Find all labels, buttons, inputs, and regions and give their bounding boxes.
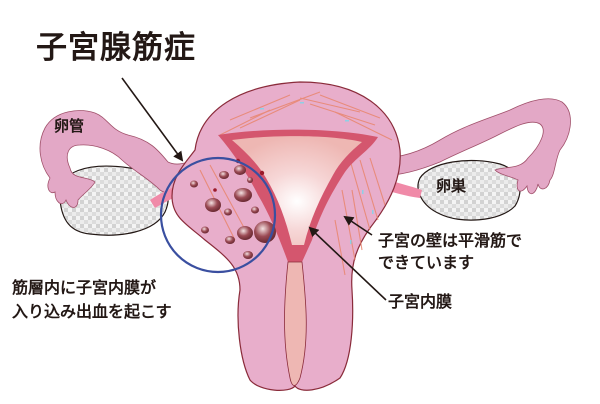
fallopian-tube-label: 卵管: [54, 117, 85, 135]
title-arrow: [121, 77, 184, 162]
right-ovary: [417, 159, 521, 221]
cervical-canal: [284, 261, 307, 386]
lesion-highlight-circle: [159, 156, 277, 274]
description-line2: 入り込み出血を起こす: [12, 302, 172, 321]
diagram-title: 子宮腺筋症: [36, 30, 196, 66]
endometrium-arrow: [308, 226, 387, 301]
fiber-highlights: [260, 102, 374, 244]
right-fallopian-tube: [377, 98, 571, 195]
wall-arrow: [343, 215, 373, 236]
endometrium: [218, 129, 378, 262]
uterine-wall-label: 子宮の壁は平滑筋で できています: [378, 230, 522, 274]
uterine-wall-label-line1: 子宮の壁は平滑筋で: [378, 231, 523, 250]
adenomyosis-lesions: [190, 158, 276, 259]
ovary-label: 卵巣: [436, 177, 467, 195]
adenomyosis-description: 筋層内に子宮内膜が 入り込み出血を起こす: [12, 276, 172, 324]
smooth-muscle-fibers: [199, 91, 393, 276]
description-line1: 筋層内に子宮内膜が: [12, 278, 157, 297]
endometrium-label: 子宮内膜: [388, 292, 453, 311]
left-fallopian-tube: [39, 110, 211, 208]
uterine-wall-label-line2: できています: [378, 253, 475, 272]
